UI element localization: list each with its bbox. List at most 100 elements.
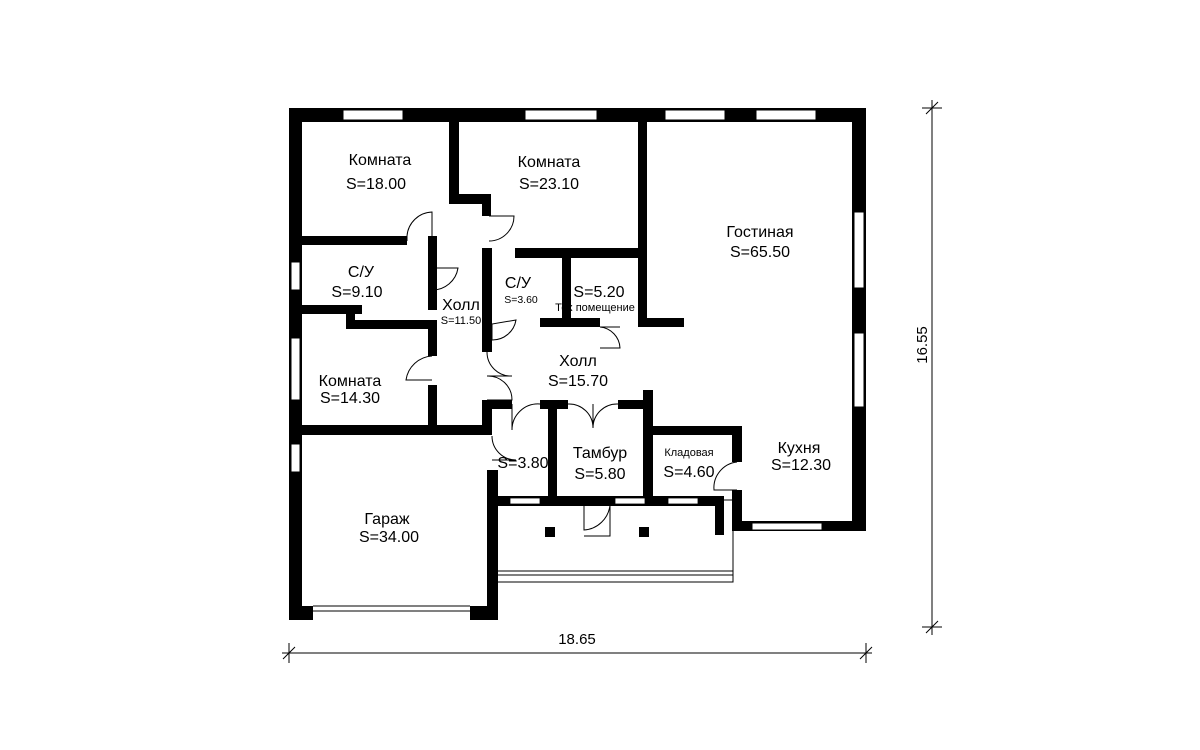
door-small-vest: [511, 403, 541, 431]
dimension-depth-label: 16.55: [914, 326, 931, 364]
wall-hall-right-lower: [482, 400, 492, 435]
window-room2: [524, 109, 598, 121]
door-room3: [405, 355, 433, 381]
wall-room1-room2: [449, 122, 459, 194]
window-room1: [342, 109, 404, 121]
porch-window-1: [509, 497, 541, 505]
door-bath2: [491, 319, 517, 341]
door-small-vest-left: [491, 435, 517, 461]
kitchen-name: Кухня: [778, 440, 821, 457]
window-living-right-2: [853, 332, 865, 408]
garage-area: S=34.00: [359, 529, 419, 546]
porch-wall: [487, 496, 724, 506]
wall-vestibule-left: [548, 400, 557, 500]
wall-hall-left-top: [428, 236, 437, 268]
wall-tech-bottom: [540, 318, 600, 327]
interior-walls: [289, 122, 742, 500]
door-bath1: [431, 267, 459, 291]
door-entrance: [583, 500, 611, 537]
door-room2: [488, 215, 515, 242]
doors: [405, 211, 738, 537]
wall-vestibule-right: [643, 390, 653, 500]
wall-hall-top-right: [482, 194, 491, 216]
wall-tech-right-stub: [638, 318, 684, 327]
windows: [290, 109, 865, 531]
bath2-name: С/У: [505, 275, 532, 292]
vestibule-name: Тамбур: [573, 445, 627, 462]
dimension-width-label: 18.65: [558, 631, 596, 648]
porch-window-3: [667, 497, 699, 505]
wall-small-vest-left-lower: [487, 470, 498, 500]
wall-hall-bottom-a: [482, 400, 512, 409]
window-living-2: [755, 109, 817, 121]
hall-small-area: S=11.50: [441, 315, 481, 327]
wall-hall-right-upper: [482, 248, 492, 352]
wall-bath2-tech: [562, 258, 571, 324]
vestibule-small-area: S=3.80: [497, 455, 548, 472]
room1-area: S=18.00: [346, 176, 406, 193]
wall-room3-bottom: [289, 425, 491, 435]
door-hall-right: [486, 351, 513, 401]
living-name: Гостиная: [726, 224, 793, 241]
door-vestibule-double: [567, 403, 619, 429]
wall-room1-bottom: [302, 236, 407, 245]
vestibule-area: S=5.80: [574, 466, 625, 483]
bath1-area: S=9.10: [331, 284, 382, 301]
room1-name: Комната: [349, 152, 412, 169]
window-bath1: [290, 261, 301, 291]
wall-hall-top-stub: [449, 194, 489, 204]
living-area: S=65.50: [730, 244, 790, 261]
porch: [487, 496, 734, 583]
window-living-1: [664, 109, 726, 121]
wall-garage-right: [487, 490, 498, 620]
room3-name: Комната: [319, 373, 382, 390]
tech-area: S=5.20: [573, 284, 624, 301]
window-kitchen: [751, 522, 823, 531]
tech-name: Тех помещение: [555, 302, 635, 314]
door-pantry: [713, 461, 738, 491]
porch-window-2: [614, 497, 646, 505]
porch-column-2: [639, 527, 649, 537]
wall-bath1-step: [346, 305, 355, 327]
wall-pantry-top: [653, 426, 742, 435]
door-tech: [599, 326, 621, 349]
dimension-width: [282, 643, 873, 663]
wall-hall-bottom-c: [618, 400, 653, 409]
porch-step: [496, 570, 734, 576]
wall-hall-left-lower: [428, 385, 437, 433]
porch-wall-right: [715, 496, 724, 535]
window-garage: [290, 443, 301, 473]
hall-small-name: Холл: [442, 297, 480, 314]
wall-garage-bottom-left: [289, 606, 313, 620]
wall-kitchen-left-upper: [732, 426, 742, 462]
room3-area: S=14.30: [320, 390, 380, 407]
door-room1: [406, 211, 433, 241]
window-living-right-1: [853, 211, 865, 289]
room-labels: Комната S=18.00 Комната S=23.10 Гостиная…: [319, 152, 831, 546]
room2-area: S=23.10: [519, 176, 579, 193]
wall-living-left: [638, 122, 647, 326]
pantry-name: Кладовая: [664, 447, 713, 459]
hall-main-name: Холл: [559, 353, 597, 370]
wall-room2-bottom-right: [515, 248, 646, 258]
hall-main-area: S=15.70: [548, 373, 608, 390]
bath1-name: С/У: [348, 264, 375, 281]
window-room3: [290, 337, 301, 401]
wall-kitchen-left-lower: [732, 490, 742, 531]
wall-small-vest-right-top: [548, 426, 557, 436]
wall-garage-left: [289, 430, 302, 620]
wall-bath1-bottom: [302, 305, 362, 314]
porch-column-1: [545, 527, 555, 537]
room2-name: Комната: [518, 154, 581, 171]
wall-bath1-bottom2: [346, 320, 437, 329]
dimension-depth: [922, 100, 942, 635]
wall-right: [852, 108, 866, 531]
wall-hall-left-mid: [428, 320, 437, 356]
garage-door: [313, 605, 470, 612]
garage-name: Гараж: [364, 511, 409, 528]
porch-outline: [496, 499, 734, 583]
pantry-area: S=4.60: [663, 464, 714, 481]
bath2-area: S=3.60: [504, 294, 538, 306]
wall-bath1-right: [428, 260, 437, 310]
